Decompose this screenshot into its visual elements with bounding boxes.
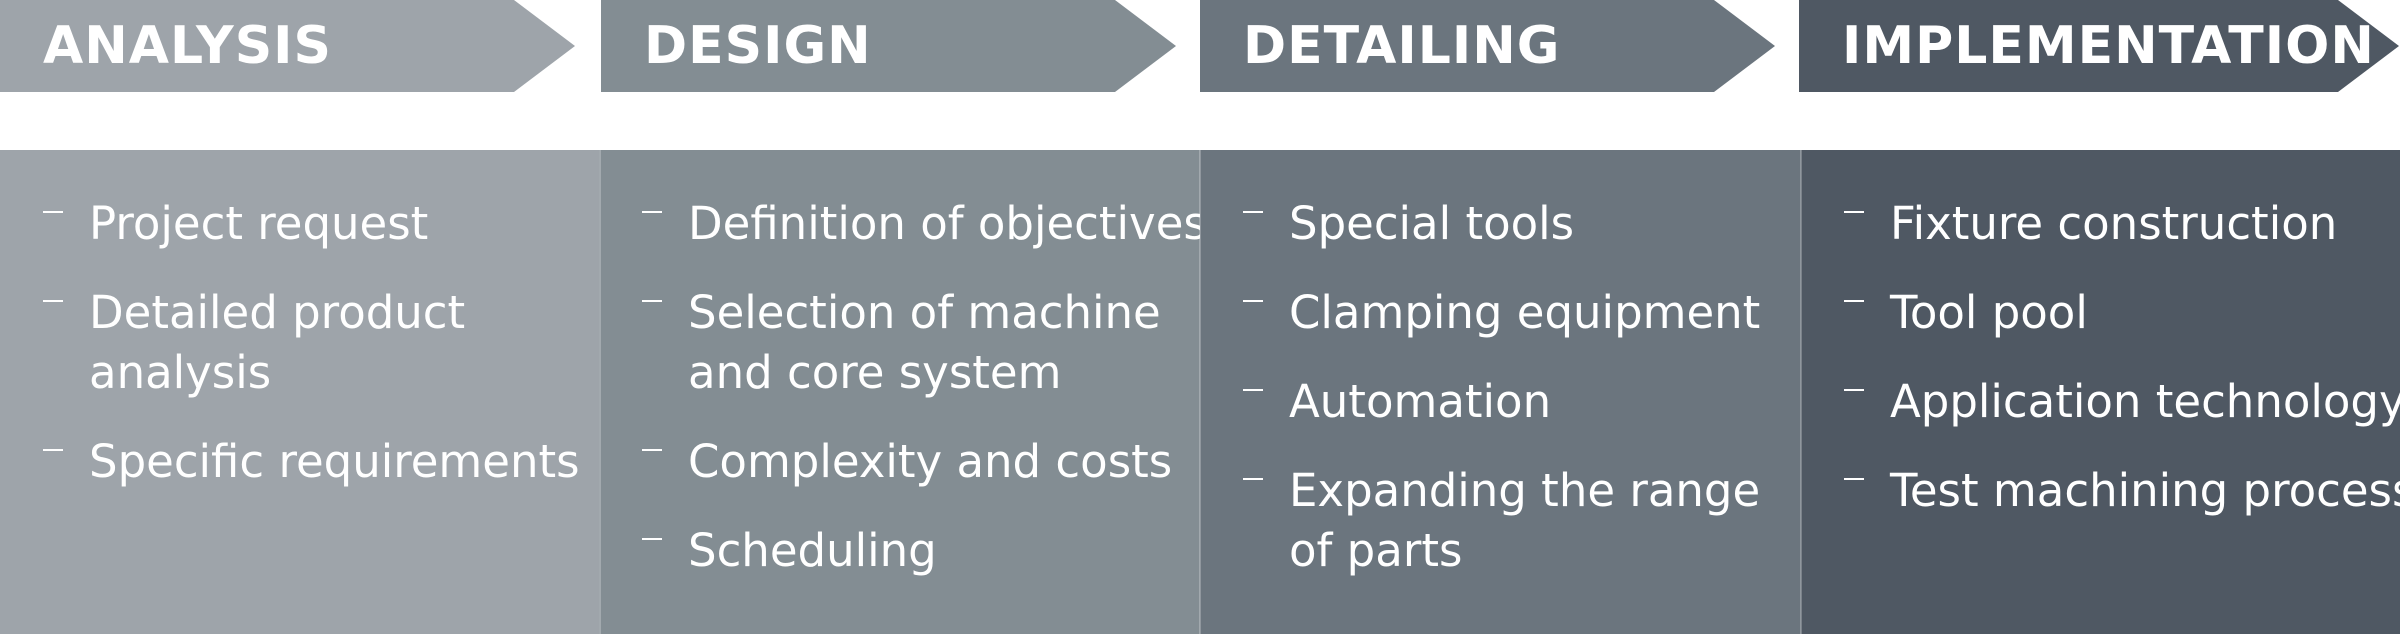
dash-icon (1243, 389, 1263, 391)
dash-icon (642, 449, 662, 451)
item-text: Specific requirements (89, 435, 580, 488)
item-text: Fixture construction (1890, 197, 2338, 250)
dash-icon (642, 211, 662, 213)
dash-icon (43, 211, 63, 213)
item-text: Special tools (1289, 197, 1575, 250)
list-item: Scheduling (599, 521, 1200, 581)
dash-icon (1243, 300, 1263, 302)
list-item: Specific requirements (0, 432, 599, 492)
phase-column-analysis: Project request Detailed product analysi… (0, 150, 599, 634)
item-text: Selection of machine and core system (688, 286, 1161, 399)
phase-title: DETAILING (1243, 16, 1561, 76)
item-text: Expanding the range of parts (1289, 464, 1761, 577)
list-item: Tool pool (1801, 283, 2400, 343)
phase-arrow-design: DESIGN (601, 0, 1176, 92)
arrow-shape (1799, 0, 2399, 92)
phase-arrow-detailing: DETAILING (1200, 0, 1775, 92)
column-divider (1199, 150, 1201, 634)
list-item: Special tools (1200, 194, 1801, 254)
list-item: Selection of machine and core system (599, 283, 1200, 403)
list-item: Project request (0, 194, 599, 254)
arrow-shape (601, 0, 1176, 92)
item-text: Tool pool (1890, 286, 2088, 339)
arrow-shape (1200, 0, 1775, 92)
item-text: Project request (89, 197, 429, 250)
phase-arrow-analysis: ANALYSIS (0, 0, 575, 92)
dash-icon (1844, 211, 1864, 213)
list-item: Definition of objectives (599, 194, 1207, 254)
item-text: Test machining process (1890, 464, 2400, 517)
list-item: Detailed product analysis (0, 283, 599, 403)
list-item: Fixture construction (1801, 194, 2400, 254)
phase-column-detailing: Special tools Clamping equipment Automat… (1200, 150, 1801, 634)
list-item: Complexity and costs (599, 432, 1200, 492)
phase-title: ANALYSIS (43, 16, 332, 76)
column-divider (1800, 150, 1802, 634)
phase-title: DESIGN (644, 16, 872, 76)
dash-icon (642, 538, 662, 540)
phase-title: IMPLEMENTATION (1842, 16, 2375, 76)
phase-arrow-implementation: IMPLEMENTATION (1799, 0, 2399, 92)
list-item: Expanding the range of parts (1200, 461, 1801, 581)
column-divider (599, 150, 601, 634)
item-text: Clamping equipment (1289, 286, 1761, 339)
dash-icon (1243, 478, 1263, 480)
dash-icon (642, 300, 662, 302)
item-text: Scheduling (688, 524, 937, 577)
dash-icon (1844, 300, 1864, 302)
phase-columns: Project request Detailed product analysi… (0, 150, 2400, 634)
dash-icon (43, 449, 63, 451)
list-item: Application technology (1801, 372, 2400, 432)
list-item: Clamping equipment (1200, 283, 1801, 343)
list-item: Automation (1200, 372, 1801, 432)
dash-icon (1844, 389, 1864, 391)
item-text: Automation (1289, 375, 1552, 428)
arrow-shape (0, 0, 575, 92)
item-text: Application technology (1890, 375, 2400, 428)
list-item: Test machining process (1801, 461, 2400, 521)
dash-icon (1243, 211, 1263, 213)
item-text: Complexity and costs (688, 435, 1173, 488)
dash-icon (43, 300, 63, 302)
dash-icon (1844, 478, 1864, 480)
phase-column-design: Definition of objectives Selection of ma… (599, 150, 1207, 634)
phase-column-implementation: Fixture construction Tool pool Applicati… (1801, 150, 2400, 634)
item-text: Definition of objectives (688, 197, 1207, 250)
item-text: Detailed product analysis (89, 286, 466, 399)
phase-arrows: ANALYSIS DESIGN DETAILING IMPLEMENTATION (0, 0, 2400, 92)
